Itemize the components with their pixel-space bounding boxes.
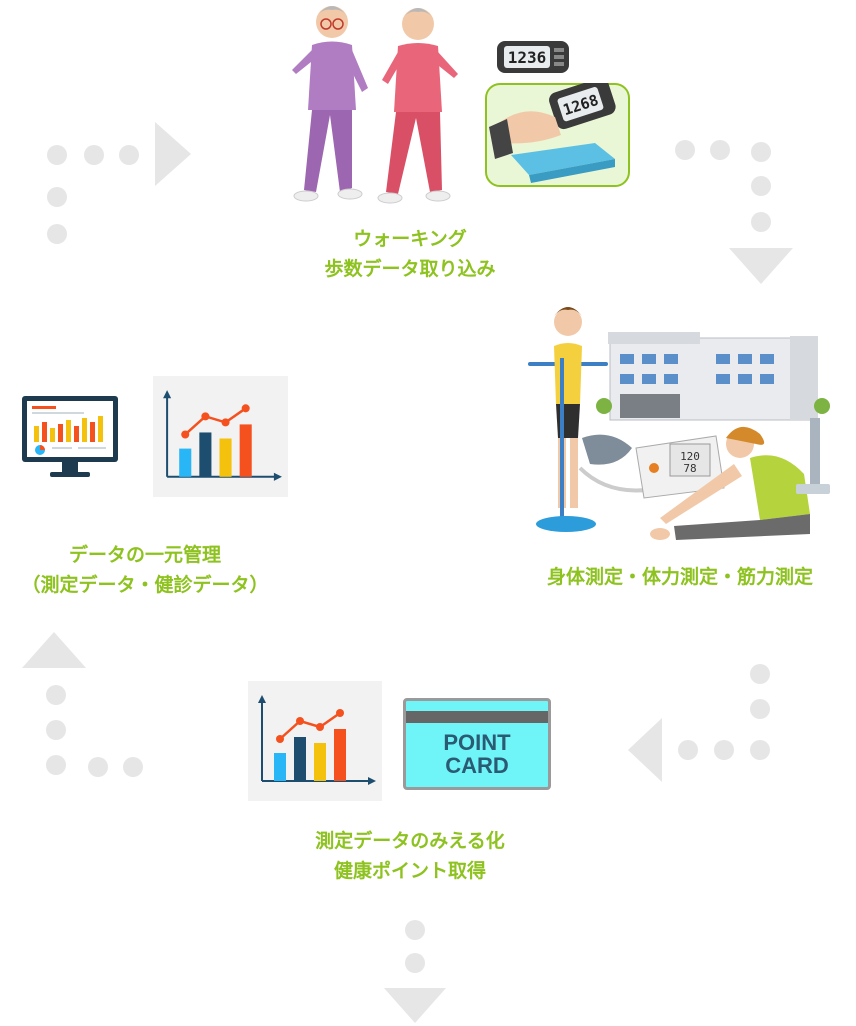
flow-dot [678,740,698,760]
flow-dot [123,757,143,777]
monitor-dashboard-icon [22,396,118,477]
flow-dot [47,145,67,165]
grip-test-woman [528,307,608,532]
step-walking-caption: ウォーキング 歩数データ取り込み [270,224,550,284]
bar-line-chart-icon-bottom [248,681,382,801]
stretching-woman [650,426,810,540]
flow-arrow-left-icon [628,718,662,782]
flow-dot [710,140,730,160]
flow-dot [750,664,770,684]
point-card: POINT CARD [403,698,551,790]
flow-dot [46,720,66,740]
step-data-management-line2: （測定データ・健診データ） [21,574,269,596]
flow-arrow-down-icon [729,248,793,284]
step-visualize-line2: 健康ポイント取得 [333,860,486,882]
flow-dot [751,212,771,232]
flow-arrow-right-icon [155,122,191,186]
flow-dot [714,740,734,760]
pedometer-reader-illustration: 1268 [485,83,630,187]
flow-dot [46,685,66,705]
walker-purple [292,6,368,202]
step-data-management-caption: データの一元管理 （測定データ・健診データ） [0,540,290,600]
flow-dot [84,145,104,165]
bar-line-chart-icon-left [153,376,288,497]
point-card-text: POINT CARD [406,731,548,777]
step-walking-line1: ウォーキング [353,228,467,250]
point-card-stripe [406,711,548,723]
flow-dot [47,187,67,207]
walker-pink [377,8,458,204]
point-card-line2: CARD [445,753,509,778]
flow-dot [119,145,139,165]
step-walking-line2: 歩数データ取り込み [324,258,496,280]
pedometer-small-reading: 1236 [508,48,547,67]
flow-dot [750,699,770,719]
pedometer-icon: 1236 [497,41,569,73]
walking-illustration [292,6,458,204]
step-visualize-line1: 測定データのみえる化 [315,830,505,852]
flow-dot [751,176,771,196]
flow-dot [405,920,425,940]
step-measurement-caption: 身体測定・体力測定・筋力測定 [500,562,856,592]
flow-arrow-up-icon [22,632,86,668]
step-visualize-caption: 測定データのみえる化 健康ポイント取得 [270,826,550,886]
step-data-management-line1: データの一元管理 [68,544,221,566]
building-icon [596,332,830,421]
flow-dot [46,755,66,775]
flow-dot [751,142,771,162]
flow-dot [88,757,108,777]
flow-dot [750,740,770,760]
point-card-line1: POINT [443,730,511,755]
flow-dot [675,140,695,160]
flow-dot [405,953,425,973]
step-measurement-line1: 身体測定・体力測定・筋力測定 [546,566,813,588]
flow-arrow-down-icon [384,988,446,1023]
flow-dot [47,224,67,244]
